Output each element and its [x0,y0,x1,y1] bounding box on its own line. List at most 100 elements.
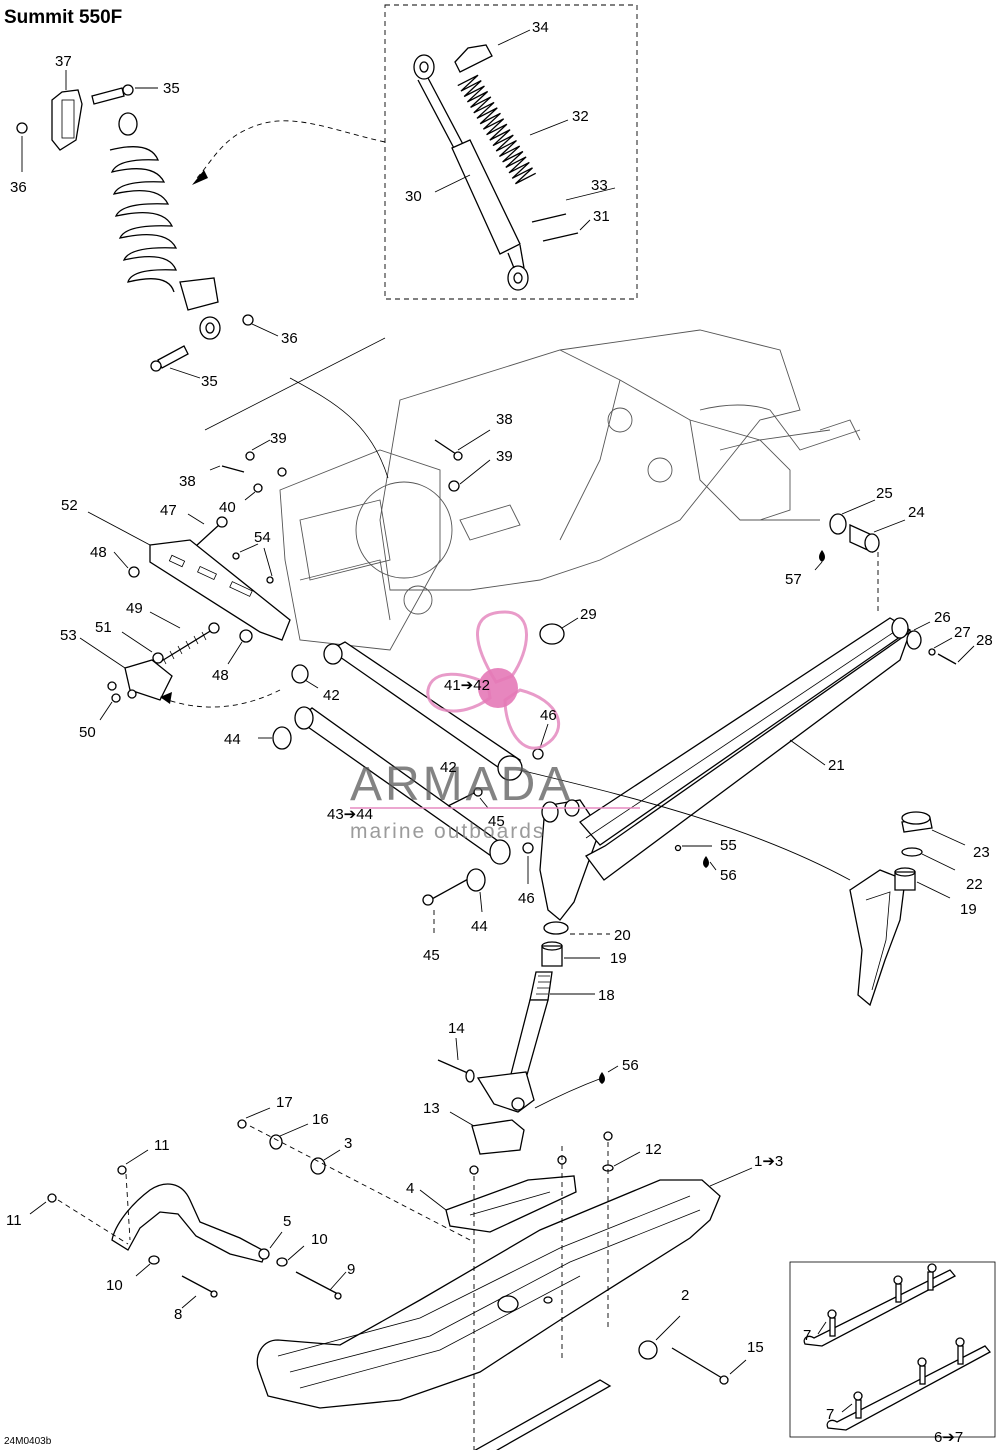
spring-clip [531,213,567,223]
callout-54: 54 [254,529,271,546]
callout-22: 22 [966,876,983,893]
callout-36a: 36 [10,179,27,196]
callout-33: 33 [591,177,608,194]
callout-31: 31 [593,208,610,225]
callout-39a: 39 [270,430,287,447]
callout-29: 29 [580,606,597,623]
bolt-bottom [157,345,189,369]
callout-1-3: 1➔3 [754,1153,783,1170]
callout-36b: 36 [281,330,298,347]
callout-40: 40 [219,499,236,516]
callout-45a: 45 [488,813,505,830]
ski-assembly [29,1107,753,1450]
callout-12: 12 [645,1141,662,1158]
callout-56b: 56 [622,1057,639,1074]
steering-knuckle [539,799,601,921]
callout-44b: 44 [471,918,488,935]
callout-41-42: 41➔42 [444,677,490,694]
ring-22 [901,847,923,857]
callout-46b: 46 [518,890,535,907]
callout-34: 34 [532,19,549,36]
callout-51: 51 [95,619,112,636]
callout-4: 4 [406,1180,414,1197]
callout-44a: 44 [224,731,241,748]
callout-17: 17 [276,1094,293,1111]
callout-2: 2 [681,1287,689,1304]
retaining-ring [542,232,579,242]
callout-24: 24 [908,504,925,521]
shock-spring [457,74,537,185]
callout-42a: 42 [323,687,340,704]
mounting-bracket [149,539,291,641]
ski-cushion [445,1175,577,1233]
bolt-top [91,87,125,105]
callout-18: 18 [598,987,615,1004]
callout-3: 3 [344,1135,352,1152]
bushing-25 [829,513,847,535]
stopper [471,1119,525,1155]
callout-30: 30 [405,188,422,205]
nut-right [242,314,254,326]
callout-28: 28 [976,632,993,649]
callout-43-44: 43➔44 [327,806,373,823]
callout-26: 26 [934,609,951,626]
shock-bracket [51,89,83,151]
callout-52: 52 [61,497,78,514]
runner-variants-inset [789,1261,996,1438]
spacer-29 [539,623,565,645]
spring-stopper [454,44,493,73]
callout-16: 16 [312,1111,329,1128]
callout-25: 25 [876,485,893,502]
ski-bushing [638,1340,658,1360]
callout-21: 21 [828,757,845,774]
ski-bolt [671,1347,723,1379]
bracket-hardware [79,429,491,721]
callout-47: 47 [160,502,177,519]
callout-53: 53 [60,627,77,644]
callout-6-7: 6➔7 [934,1429,963,1446]
callout-32: 32 [572,108,589,125]
shock-damper [413,54,529,291]
callout-10b: 10 [311,1231,328,1248]
suspension-arms [258,641,549,936]
callout-38a: 38 [179,473,196,490]
callout-35b: 35 [201,373,218,390]
callout-labels: 1➔3 2 3 4 5 6➔7 7 7 8 9 10 10 11 11 12 1… [6,19,993,1446]
callout-7b: 7 [826,1406,834,1423]
chassis-frame [204,329,906,651]
callout-45b: 45 [423,947,440,964]
callout-50: 50 [79,724,96,741]
callout-35a: 35 [163,80,180,97]
callout-57: 57 [785,571,802,588]
runner [474,1379,612,1450]
callout-38b: 38 [496,411,513,428]
callout-19b: 19 [960,901,977,918]
callout-49: 49 [126,600,143,617]
callout-55: 55 [720,837,737,854]
spindle-assembly [437,799,619,1155]
callout-9: 9 [347,1261,355,1278]
drawing-code: 24M0403b [4,1436,52,1447]
shock-detail-inset [384,4,638,300]
callout-20: 20 [614,927,631,944]
callout-5: 5 [283,1213,291,1230]
callout-27: 27 [954,624,971,641]
diagram-title: Summit 550F [4,7,122,28]
callout-14: 14 [448,1020,465,1037]
callout-39b: 39 [496,448,513,465]
callout-15: 15 [747,1339,764,1356]
callout-8: 8 [174,1306,182,1323]
upper-arm [328,641,522,773]
bushing-19b [894,871,916,891]
callout-42b: 42 [440,759,457,776]
watermark-tagline: marine outboards [350,820,545,843]
callout-48b: 48 [212,667,229,684]
watermark: ARMADA marine outboards [350,610,640,843]
callout-56a: 56 [720,867,737,884]
callout-10a: 10 [106,1277,123,1294]
propeller-logo [426,610,561,750]
callout-13: 13 [423,1100,440,1117]
callout-23: 23 [973,844,990,861]
callout-48a: 48 [90,544,107,561]
